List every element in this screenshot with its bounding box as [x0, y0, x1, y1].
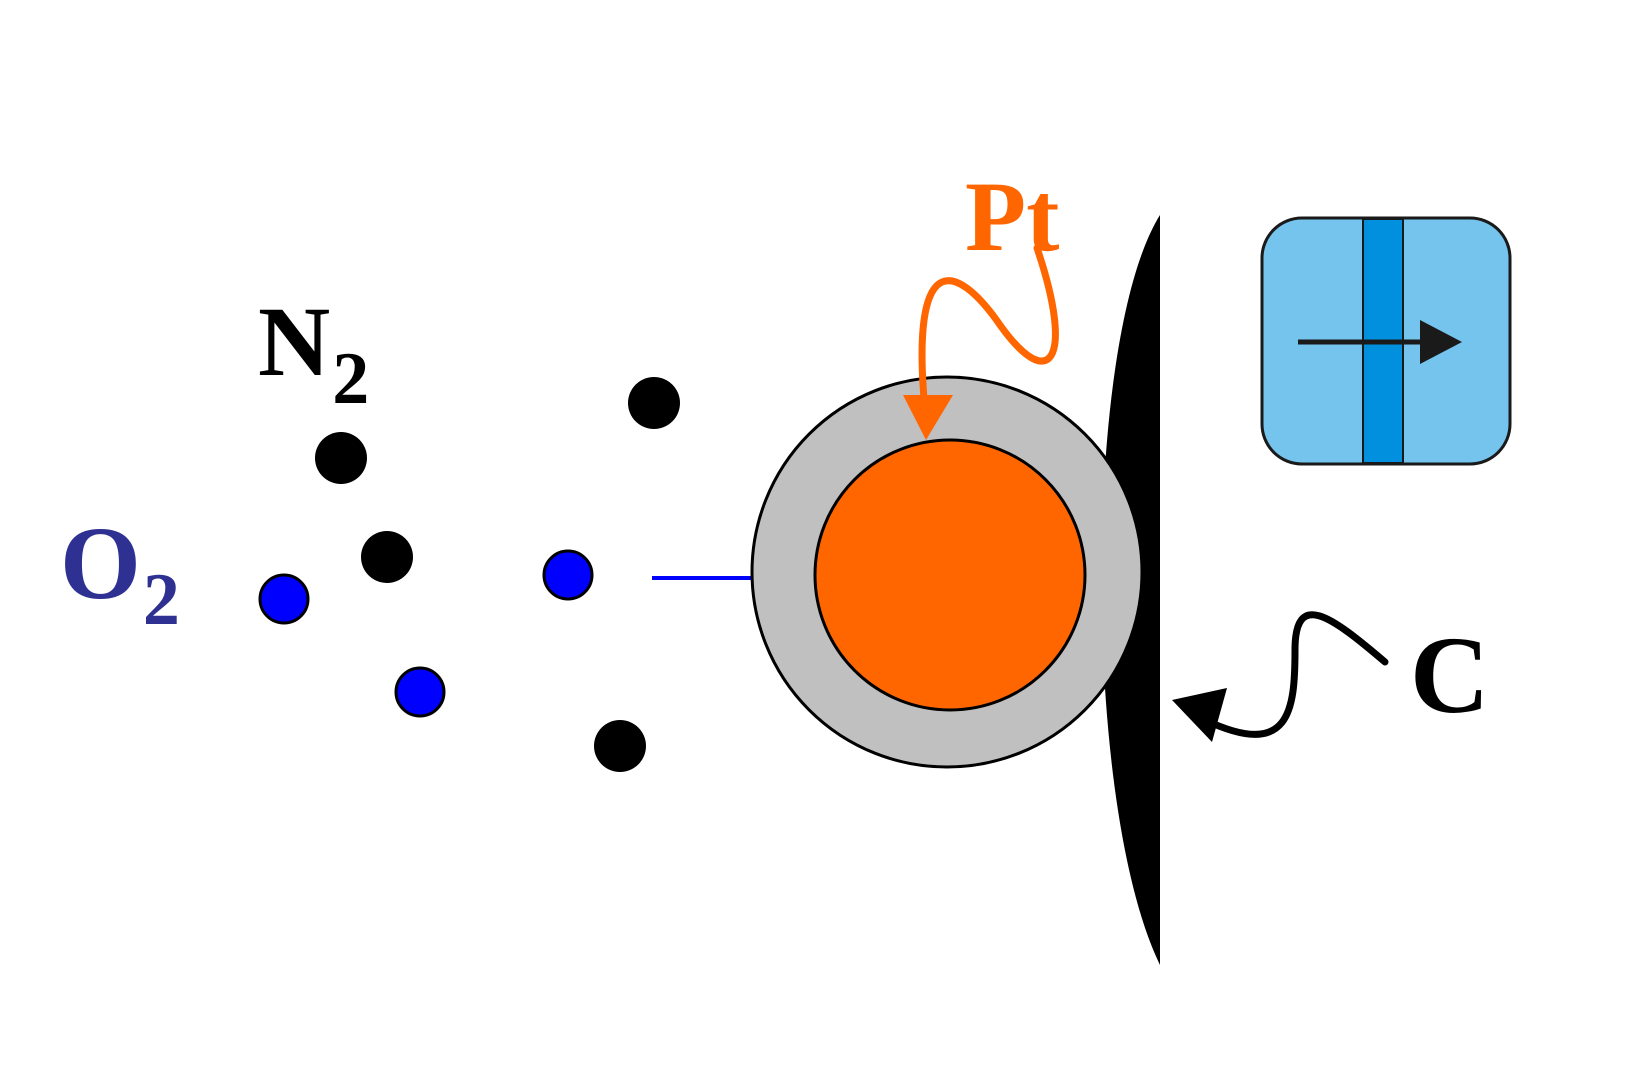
n2-label-main: N: [258, 286, 330, 397]
n2-molecule: [594, 720, 646, 772]
o2-molecule: [542, 549, 594, 601]
pt-pointer-line: [918, 244, 1059, 414]
c-pointer-arrowhead: [1172, 688, 1227, 742]
n2-molecule: [628, 377, 680, 429]
n2-molecule: [315, 432, 367, 484]
membrane-flow-icon: [1260, 216, 1512, 466]
o2-molecule: [258, 573, 310, 625]
pt-pointer-arrowhead: [903, 395, 953, 440]
o2-label-sub: 2: [143, 559, 180, 641]
o2-label-main: O: [60, 506, 141, 621]
n2-molecule: [361, 531, 413, 583]
o2-molecule: [394, 666, 446, 718]
pt-core: [813, 438, 1087, 712]
membrane-icon-arrowhead: [1420, 320, 1462, 364]
n2-label-sub: 2: [332, 338, 369, 420]
n2-label: N2: [258, 286, 369, 420]
pt-label: Pt: [965, 161, 1059, 272]
c-label: C: [1410, 614, 1489, 736]
o2-label: O2: [60, 506, 180, 641]
c-pointer-line: [1201, 611, 1389, 738]
